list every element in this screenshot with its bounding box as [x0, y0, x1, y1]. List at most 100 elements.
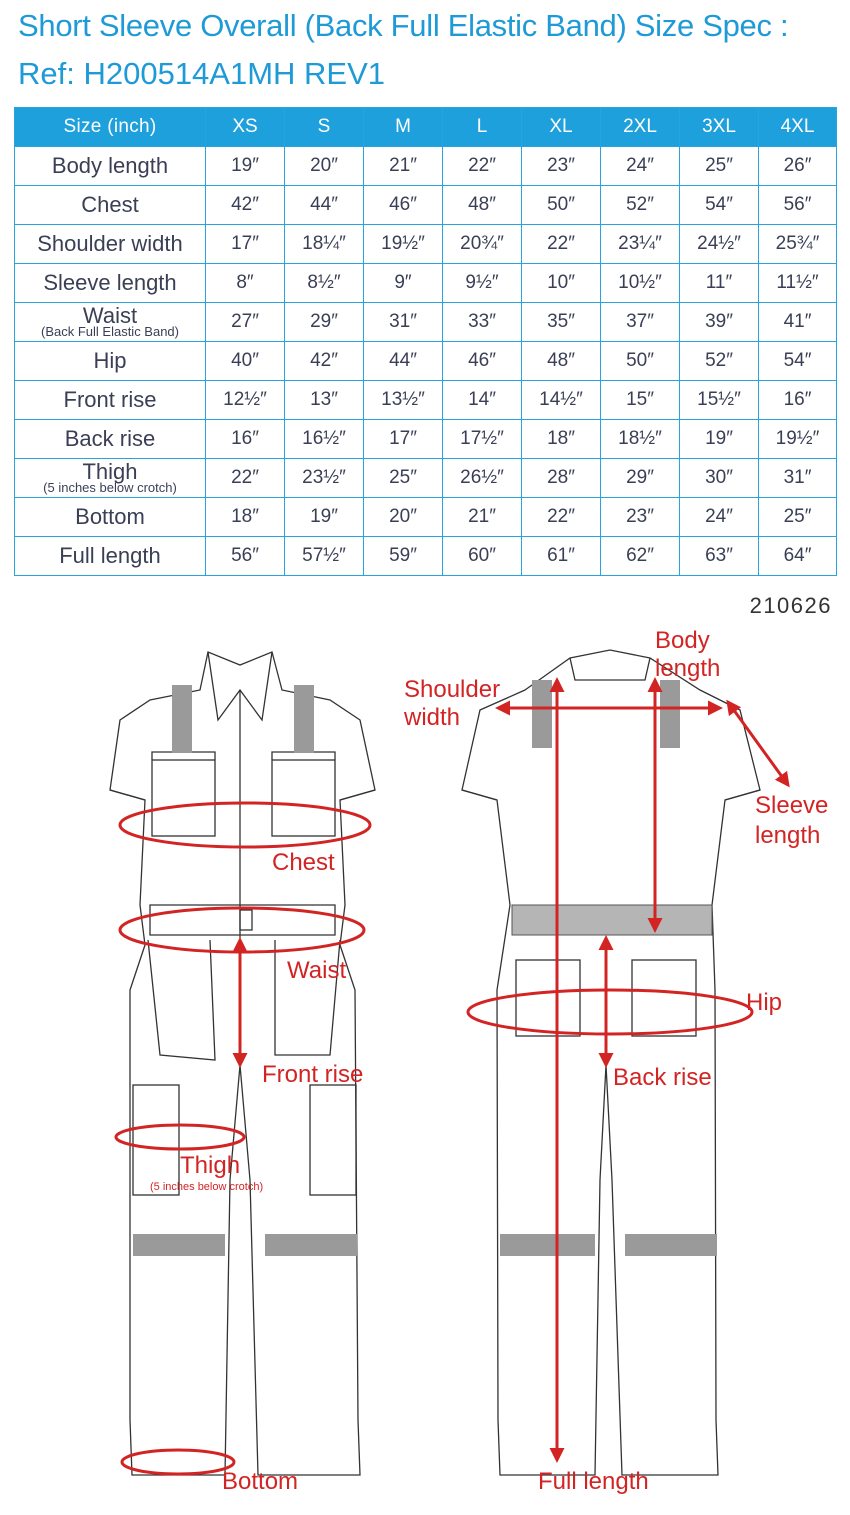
size-value: 17″ [205, 224, 285, 264]
chest-measure [118, 801, 372, 849]
garment-diagram: Chest Waist Front rise Thigh (5 inches b… [109, 627, 828, 1495]
size-value: 13″ [284, 380, 364, 420]
size-value: 24″ [600, 146, 680, 186]
bottom-measure [120, 1448, 236, 1476]
back-rise-label: Back rise [613, 1064, 712, 1091]
size-value: 24″ [679, 497, 759, 537]
front-rise-label: Front rise [262, 1061, 363, 1088]
size-value: 14½″ [521, 380, 601, 420]
size-value: 11½″ [758, 263, 837, 303]
thigh-note: (5 inches below crotch) [150, 1181, 263, 1193]
size-value: 59″ [363, 536, 443, 576]
size-value: 22″ [521, 224, 601, 264]
size-value: 33″ [442, 302, 522, 342]
header-size-8: 4XL [758, 107, 837, 147]
size-value: 56″ [758, 185, 837, 225]
size-value: 46″ [363, 185, 443, 225]
size-value: 61″ [521, 536, 601, 576]
size-value: 39″ [679, 302, 759, 342]
sleeve-length-label-1: Sleeve [755, 792, 828, 819]
size-value: 37″ [600, 302, 680, 342]
measurement-note: (Back Full Elastic Band) [41, 324, 179, 339]
size-value: 20¾″ [442, 224, 522, 264]
size-value: 17½″ [442, 419, 522, 459]
measurement-name: Full length [14, 536, 206, 576]
measurement-name: Back rise [14, 419, 206, 459]
back-elastic-band [511, 904, 713, 936]
size-value: 20″ [363, 497, 443, 537]
spec-reference: Ref: H200514A1MH REV1 [18, 56, 386, 91]
header-size-7: 3XL [679, 107, 759, 147]
size-value: 15″ [600, 380, 680, 420]
size-value: 19″ [284, 497, 364, 537]
front-reflective-tape [133, 685, 357, 1256]
header-size-3: M [363, 107, 443, 147]
sleeve-length-label-2: length [755, 822, 820, 849]
size-value: 44″ [284, 185, 364, 225]
size-value: 23″ [600, 497, 680, 537]
size-value: 12½″ [205, 380, 285, 420]
size-value: 10½″ [600, 263, 680, 303]
size-value: 48″ [442, 185, 522, 225]
measurement-name: Shoulder width [14, 224, 206, 264]
size-value: 46″ [442, 341, 522, 381]
measurement-name: Thigh(5 inches below crotch) [14, 458, 206, 498]
size-value: 26½″ [442, 458, 522, 498]
back-reflective-tape [500, 680, 717, 1256]
header-size-2: S [284, 107, 364, 147]
size-value: 8″ [205, 263, 285, 303]
size-value: 50″ [521, 185, 601, 225]
hip-measure [466, 988, 754, 1036]
size-value: 50″ [600, 341, 680, 381]
size-value: 28″ [521, 458, 601, 498]
size-value: 31″ [758, 458, 837, 498]
size-value: 19½″ [758, 419, 837, 459]
chest-label: Chest [272, 849, 335, 876]
size-value: 48″ [521, 341, 601, 381]
size-value: 40″ [205, 341, 285, 381]
measurement-name-text: Thigh [82, 459, 138, 484]
size-value: 42″ [284, 341, 364, 381]
size-value: 29″ [284, 302, 364, 342]
size-value: 21″ [363, 146, 443, 186]
size-value: 24½″ [679, 224, 759, 264]
size-value: 52″ [600, 185, 680, 225]
size-value: 16½″ [284, 419, 364, 459]
size-value: 25″ [679, 146, 759, 186]
table-row: Thigh(5 inches below crotch)22″23½″25″26… [14, 458, 837, 498]
spec-code: 210626 [749, 593, 832, 618]
size-value: 21″ [442, 497, 522, 537]
size-value: 57½″ [284, 536, 364, 576]
full-length-label: Full length [538, 1468, 649, 1495]
size-value: 16″ [758, 380, 837, 420]
size-value: 17″ [363, 419, 443, 459]
header-size-5: XL [521, 107, 601, 147]
size-value: 52″ [679, 341, 759, 381]
size-value: 25¾″ [758, 224, 837, 264]
body-length-label-1: Body [655, 627, 710, 654]
size-value: 18″ [521, 419, 601, 459]
spec-title: Short Sleeve Overall (Back Full Elastic … [18, 8, 789, 43]
front-view-drawing [109, 651, 376, 1476]
size-value: 64″ [758, 536, 837, 576]
size-value: 35″ [521, 302, 601, 342]
size-value: 11″ [679, 263, 759, 303]
size-value: 23½″ [284, 458, 364, 498]
size-value: 22″ [442, 146, 522, 186]
measurement-note: (5 inches below crotch) [43, 480, 177, 495]
size-value: 8½″ [284, 263, 364, 303]
size-value: 25″ [758, 497, 837, 537]
size-value: 19″ [679, 419, 759, 459]
size-value: 9½″ [442, 263, 522, 303]
body-length-label-2: length [655, 655, 720, 682]
size-value: 23¼″ [600, 224, 680, 264]
size-value: 19″ [205, 146, 285, 186]
shoulder-width-label-1: Shoulder [404, 676, 500, 703]
size-value: 62″ [600, 536, 680, 576]
